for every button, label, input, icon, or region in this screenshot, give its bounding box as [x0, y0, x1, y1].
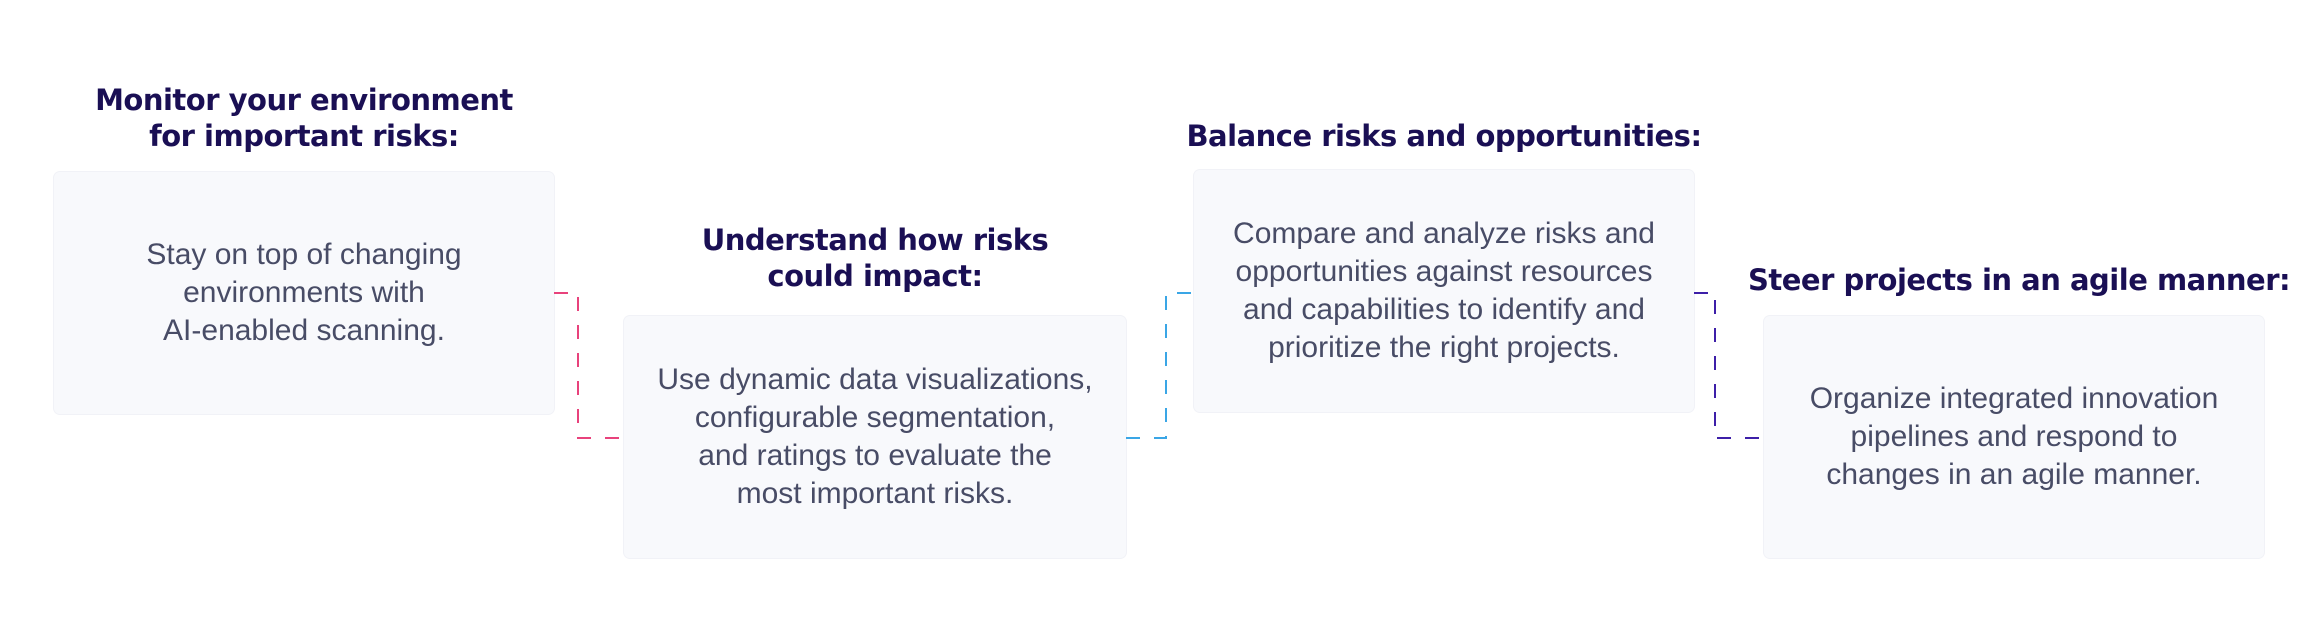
step-2-title-line-1: Understand how risks [701, 223, 1049, 257]
step-1-title-line-1: Monitor your environment [95, 83, 513, 117]
step-4-card: Organize integrated innovation pipelines… [1764, 316, 2264, 558]
connector-3-4 [1694, 292, 1764, 439]
step-4-text-line-1: Organize integrated innovation [1809, 382, 2219, 415]
step-2-card: Use dynamic data visualizations, configu… [624, 316, 1126, 558]
step-3-card: Compare and analyze risks and opportunit… [1194, 170, 1694, 412]
step-3-text-line-3: and capabilities to identify and [1243, 293, 1645, 326]
step-1-title-line-2: for important risks: [149, 119, 459, 153]
step-4-text-line-2: pipelines and respond to [1850, 420, 2178, 453]
step-2-title: Understand how risks could impact: [624, 222, 1126, 294]
step-1-text: Stay on top of changing environments wit… [126, 236, 481, 350]
step-4-text: Organize integrated innovation pipelines… [1790, 380, 2239, 494]
step-3-text-line-2: opportunities against resources [1235, 255, 1653, 288]
step-4-title: Steer projects in an agile manner: [1748, 262, 2291, 298]
step-4-text-line-3: changes in an agile manner. [1826, 458, 2202, 491]
step-1-text-line-3: AI-enabled scanning. [163, 314, 445, 347]
step-3-title-line-1: Balance risks and opportunities: [1186, 119, 1702, 153]
step-2-title-line-2: could impact: [767, 259, 983, 293]
step-3-text-line-4: prioritize the right projects. [1268, 331, 1620, 364]
step-2-text-line-4: most important risks. [736, 477, 1014, 510]
step-1-text-line-1: Stay on top of changing [146, 238, 462, 271]
step-3-text-line-1: Compare and analyze risks and [1233, 217, 1655, 250]
connector-1-2 [554, 292, 624, 439]
step-2-text: Use dynamic data visualizations, configu… [637, 361, 1112, 513]
step-1-title: Monitor your environment for important r… [54, 82, 554, 154]
connector-2-3 [1126, 292, 1194, 439]
step-2-text-line-2: configurable segmentation, [694, 401, 1056, 434]
step-2-text-line-1: Use dynamic data visualizations, [657, 363, 1093, 396]
step-3-title: Balance risks and opportunities: [1184, 118, 1704, 154]
step-1-card: Stay on top of changing environments wit… [54, 172, 554, 414]
step-2-text-line-3: and ratings to evaluate the [698, 439, 1052, 472]
step-3-text: Compare and analyze risks and opportunit… [1213, 215, 1675, 367]
step-4-title-line-1: Steer projects in an agile manner: [1748, 263, 2291, 297]
step-1-text-line-2: environments with [183, 276, 425, 309]
